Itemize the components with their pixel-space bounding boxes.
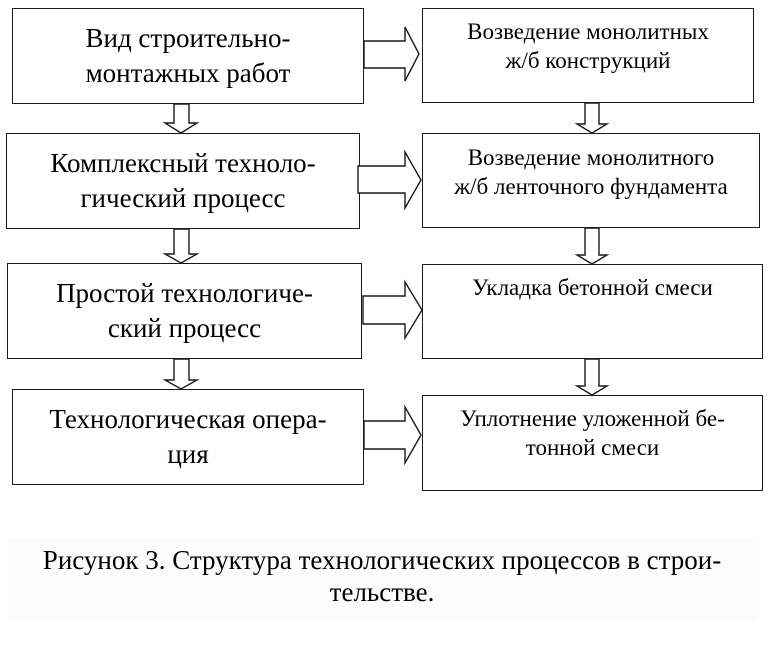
box-text-line: тонной смеси (525, 435, 660, 460)
box-work-type: Вид строительно- монтажных работ (12, 8, 364, 104)
box-operation: Технологическая опера- ция (12, 389, 364, 485)
box-strip-foundation: Возведение монолитного ж/б ленточного фу… (422, 133, 760, 228)
box-complex-process: Комплексный техноло- гический процесс (6, 133, 360, 229)
box-monolithic-structures: Возведение монолитных ж/б конструкций (422, 8, 754, 103)
arrow-right-icon (363, 404, 422, 466)
caption-line: тельстве. (329, 577, 435, 607)
box-text-line: Простой технологиче- (56, 278, 313, 308)
arrow-down-icon (574, 358, 610, 396)
caption-line: Рисунок 3. Структура технологических про… (42, 545, 722, 575)
box-text-line: Возведение монолитных (467, 19, 709, 44)
box-text-line: Комплексный техноло- (50, 148, 316, 178)
arrow-down-icon (574, 227, 610, 265)
box-text-line: гический процесс (80, 183, 286, 213)
arrow-down-icon (162, 103, 200, 134)
box-text-line: Укладка бетонной смеси (472, 275, 713, 300)
box-text-line: Уплотнение уложенной бе- (460, 406, 725, 431)
box-text-line: ция (167, 439, 209, 469)
arrow-right-icon (363, 26, 420, 82)
arrow-down-icon (574, 102, 610, 134)
arrow-right-icon (357, 149, 422, 211)
box-text-line: Вид строительно- (85, 23, 291, 53)
box-text-line: Возведение монолитного (467, 145, 715, 170)
box-concrete-laying: Укладка бетонной смеси (422, 264, 763, 359)
box-concrete-compaction: Уплотнение уложенной бе- тонной смеси (422, 395, 763, 491)
box-text-line: ж/б конструкций (505, 48, 671, 73)
box-text-line: монтажных работ (85, 58, 291, 88)
figure-caption: Рисунок 3. Структура технологических про… (8, 538, 756, 620)
arrow-right-icon (362, 279, 423, 341)
box-text-line: ский процесс (107, 313, 262, 343)
arrow-down-icon (162, 228, 200, 264)
arrow-down-icon (162, 358, 200, 390)
box-text-line: ж/б ленточного фундамента (454, 174, 728, 199)
box-text-line: Технологическая опера- (49, 404, 327, 434)
